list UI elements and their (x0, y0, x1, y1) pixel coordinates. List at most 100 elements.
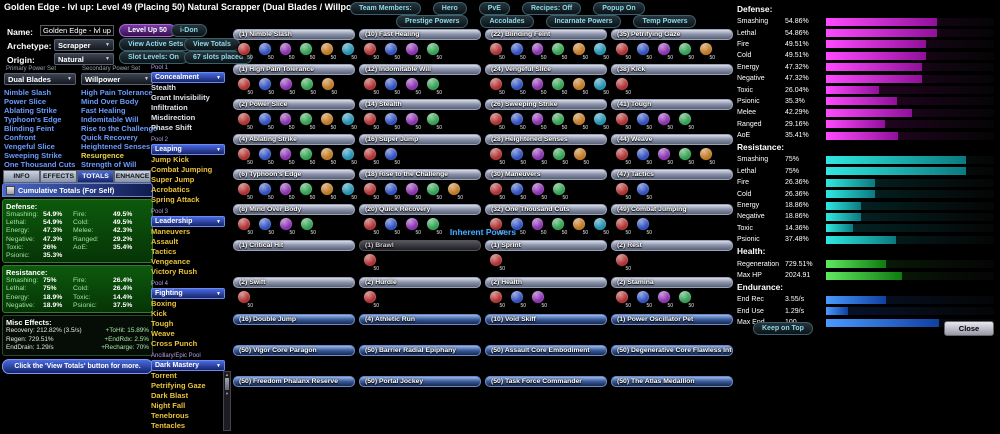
powerlist-item-typhoon-s-edge[interactable]: Typhoon's Edge (4, 115, 62, 124)
enhancement-slot[interactable]: 50 (530, 217, 546, 236)
enhancement-slot[interactable]: 50 (257, 112, 274, 131)
power-bar-barrier-radial-epiphany[interactable]: (50) Barrier Radial Epiphany (359, 345, 481, 356)
enhancement-slot[interactable]: 50 (320, 182, 336, 201)
enhancement-slot[interactable]: 50 (531, 290, 547, 309)
enhancement-slot[interactable]: 50 (593, 77, 609, 96)
power-bar-super-jump[interactable]: (16) Super Jump (359, 134, 481, 145)
enhancement-slot[interactable]: 50 (509, 217, 526, 236)
pool-power-jump-kick[interactable]: Jump Kick (151, 155, 189, 164)
enhancement-slot[interactable]: 50 (509, 42, 526, 61)
enhancement-slot[interactable]: 50 (341, 112, 357, 131)
enhancement-slot[interactable]: 50 (552, 147, 568, 166)
pool-power-spring-attack[interactable]: Spring Attack (151, 195, 200, 204)
powerlist-item-rise-to-the-challenge[interactable]: Rise to the Challenge (81, 124, 158, 133)
pool-power-night-fall[interactable]: Night Fall (151, 401, 186, 410)
power-bar-brawl[interactable]: (1) Brawl (359, 240, 481, 251)
enhancement-slot[interactable]: 50 (489, 112, 505, 131)
enhancement-slot[interactable]: 50 (678, 290, 694, 309)
enhancement-slot[interactable]: 50 (363, 77, 379, 96)
top-button-temp-powers[interactable]: Temp Powers (633, 15, 697, 28)
view-totals-hint[interactable]: Click the 'View Totals' button for more. (2, 358, 153, 374)
enhancement-slot[interactable]: 50 (299, 112, 315, 131)
scrollbar[interactable]: ▲▼ (223, 371, 231, 431)
scroll-thumb[interactable] (225, 378, 229, 390)
enhancement-slot[interactable]: 50 (258, 217, 274, 236)
enhancement-slot[interactable]: 50 (237, 112, 253, 131)
primary-set-dropdown[interactable]: Dual Blades ▼ (4, 73, 76, 85)
power-bar-kick[interactable]: (38) Kick (611, 64, 733, 75)
enhancement-slot[interactable]: 50 (615, 77, 631, 96)
enhancement-slot[interactable]: 50 (573, 147, 589, 166)
power-bar-health[interactable]: (2) Health (485, 277, 607, 288)
powerlist-item-sweeping-strike[interactable]: Sweeping Strike (4, 151, 62, 160)
enhancement-slot[interactable]: 50 (237, 217, 253, 236)
enhancement-slot[interactable]: 50 (636, 112, 652, 131)
power-bar-double-jump[interactable]: (16) Double Jump (233, 314, 355, 325)
power-bar-weave[interactable]: (44) Weave (611, 134, 733, 145)
top-button-hero[interactable]: Hero (432, 2, 467, 15)
enhancement-slot[interactable]: 50 (615, 147, 631, 166)
powerlist-item-heightened-senses[interactable]: Heightened Senses (81, 142, 151, 151)
secondary-set-dropdown[interactable]: Willpower ▼ (81, 73, 153, 85)
enhancement-slot[interactable]: 50 (551, 77, 567, 96)
enhancement-slot[interactable]: 50 (510, 182, 526, 201)
enhancement-slot[interactable]: 50 (593, 112, 609, 131)
enhancement-slot[interactable]: 50 (615, 182, 631, 201)
pool-dropdown-dark-mastery[interactable]: Dark Mastery▼ (151, 360, 225, 371)
power-bar-maneuvers[interactable]: (30) Maneuvers (485, 169, 607, 180)
powerlist-item-strength-of-will[interactable]: Strength of Will (81, 160, 137, 169)
enhancement-slot[interactable]: 50 (531, 147, 547, 166)
pool-power-combat-jumping[interactable]: Combat Jumping (151, 165, 213, 174)
enhancement-slot[interactable]: 50 (279, 77, 295, 96)
tab-totals[interactable]: TOTALS (77, 170, 114, 183)
enhancement-slot[interactable]: 50 (678, 112, 694, 131)
enhancement-slot[interactable]: 50 (572, 77, 588, 96)
pool-power-phase-shift[interactable]: Phase Shift (151, 123, 192, 132)
top-button-incarnate-powers[interactable]: Incarnate Powers (545, 15, 622, 28)
power-bar-critical-hit[interactable]: (1) Critical Hit (233, 240, 355, 251)
enhancement-slot[interactable]: 50 (363, 42, 379, 61)
enhancement-slot[interactable]: 50 (299, 182, 315, 201)
enhancement-slot[interactable]: 50 (257, 42, 274, 61)
power-bar-sweeping-strike[interactable]: (26) Sweeping Strike (485, 99, 607, 110)
power-bar-one-thousand-cuts[interactable]: (32) One Thousand Cuts (485, 204, 607, 215)
enhancement-slot[interactable]: 50 (300, 217, 316, 236)
enhancement-slot[interactable]: 50 (489, 147, 505, 166)
enhancement-slot[interactable]: 50 (384, 112, 400, 131)
enhancement-slot[interactable]: 50 (278, 182, 294, 201)
enhancement-slot[interactable]: 50 (237, 147, 253, 166)
enhancement-slot[interactable]: 50 (530, 112, 546, 131)
enhancement-slot[interactable]: 50 (657, 147, 673, 166)
enhancement-slot[interactable]: 50 (489, 290, 505, 309)
enhancement-slot[interactable]: 50 (278, 147, 294, 166)
powerlist-item-nimble-slash[interactable]: Nimble Slash (4, 88, 52, 97)
enhancement-slot[interactable]: 50 (530, 42, 546, 61)
pool-power-victory-rush[interactable]: Victory Rush (151, 267, 198, 276)
pool-power-torrent[interactable]: Torrent (151, 371, 177, 380)
powerlist-item-vengeful-slice[interactable]: Vengeful Slice (4, 142, 55, 151)
power-bar-assault-core-embodiment[interactable]: (50) Assault Core Embodiment (485, 345, 607, 356)
enhancement-slot[interactable]: 50 (405, 42, 421, 61)
powerlist-item-fast-healing[interactable]: Fast Healing (81, 106, 126, 115)
pool-dropdown-leaping[interactable]: Leaping▼ (151, 144, 225, 155)
power-bar-rest[interactable]: (2) Rest (611, 240, 733, 251)
level-up-button[interactable]: Level Up 50 (119, 24, 176, 37)
view-active-sets-button[interactable]: View Active Sets (119, 38, 193, 51)
top-button-team-members[interactable]: Team Members: (350, 2, 421, 15)
enhancement-slot[interactable]: 50 (405, 77, 421, 96)
enhancement-slot[interactable]: 50 (299, 147, 315, 166)
top-button-pve[interactable]: PvE (478, 2, 510, 15)
enhancement-slot[interactable]: 50 (426, 77, 442, 96)
enhancement-slot[interactable]: 50 (615, 42, 631, 61)
power-bar-stamina[interactable]: (2) Stamina (611, 277, 733, 288)
top-button-accolades[interactable]: Accolades (480, 15, 534, 28)
enhancement-slot[interactable]: 50 (699, 147, 715, 166)
powerlist-item-power-slice[interactable]: Power Slice (4, 97, 47, 106)
pool-power-maneuvers[interactable]: Maneuvers (151, 227, 191, 236)
enhancement-slot[interactable]: 50 (384, 182, 400, 201)
top-button-popup-on[interactable]: Popup On (593, 2, 645, 15)
enhancement-slot[interactable]: 50 (363, 147, 379, 166)
enhancement-slot[interactable]: 50 (278, 112, 294, 131)
enhancement-slot[interactable]: 50 (384, 42, 400, 61)
enhancement-slot[interactable]: 50 (509, 112, 526, 131)
